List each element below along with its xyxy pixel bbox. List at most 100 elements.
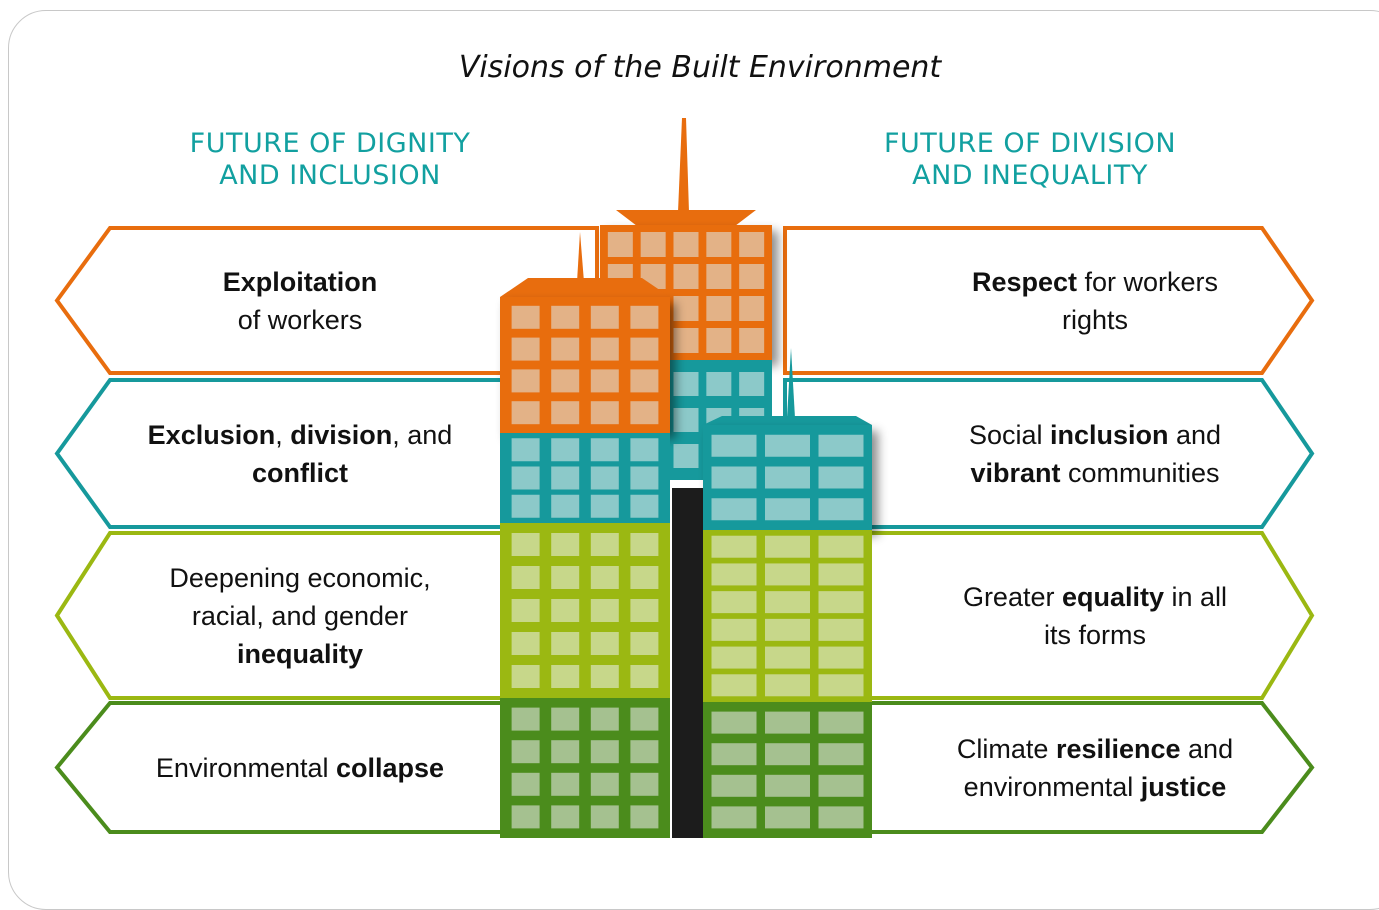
left-tower-section-3-window [511,533,540,556]
right-tower-section-3-window [711,743,757,766]
left-tower-section-4-window [590,772,619,796]
left-tower-section-1-window [511,401,540,425]
back-tower-orange-window [706,232,732,257]
left-tower-section-2-window [590,494,619,518]
left-tower-section-4-window [630,805,659,829]
emphasis-text: justice [1140,771,1227,802]
back-tower-orange-window [706,296,732,321]
back-tower-teal-window [739,372,765,396]
emphasis-text: Exploitation [222,266,378,297]
right-tower-section-2-window [711,563,757,586]
right-tower-section-3-window [765,774,810,797]
plain-text: in all [1164,581,1228,612]
right-column-heading: FUTURE OF DIVISION AND INEQUALITY [820,128,1240,192]
right-tower-section-2-window [818,563,864,586]
right-tower-section-2-window [818,618,864,641]
left-tower-section-4-window [590,707,619,731]
right-tower-section-2-window [711,674,757,697]
left-tower-section-1-window [590,401,619,425]
back-tower-orange-window [673,232,699,257]
plain-text: Greater [962,581,1062,612]
right-tower-section-2-window [818,674,864,697]
left-tower-spire [577,232,584,282]
left-tower-section-3-window [511,665,540,688]
right-tower-section-1-window [765,466,810,489]
left-tower-section-4-window [590,740,619,764]
emphasis-text: vibrant [970,457,1061,488]
plain-text: Environmental [155,752,337,783]
back-tower-orange-window [739,232,765,257]
left-tower-section-4-window [551,707,580,731]
right-tower-section-2-window [765,563,810,586]
back-tower-teal-window [706,372,732,396]
back-tower-teal-window [673,408,699,432]
left-tower-section-1-window [551,369,580,393]
left-tower-section-1-window [590,369,619,393]
right-tower-section-2-window [818,591,864,614]
right-tower-section-1-window [711,466,757,489]
left-tower-section-3-window [630,566,659,589]
left-tower-section-1-window [590,305,619,329]
left-tower-section-4-window [630,707,659,731]
right-tower-section-2-window [765,591,810,614]
left-tower-section-1-window [630,305,659,329]
right-tower-section-3-window [711,711,757,734]
left-tower-section-3-window [590,533,619,556]
right-tower-section-2-window [765,674,810,697]
left-heading-line2: AND INCLUSION [219,160,441,191]
left-tower-section-4-window [630,740,659,764]
back-tower-spire [678,118,689,212]
emphasis-text: inclusion [1049,419,1169,450]
left-tower-section-4-window [511,740,540,764]
left-tower-roof [500,278,670,297]
plain-text: Social [968,419,1050,450]
plain-text: rights [1061,304,1128,335]
plain-text: for workers [1077,266,1219,297]
back-tower-orange-window [607,232,633,257]
back-tower-orange-window [640,232,666,257]
back-tower-shadow [672,488,704,838]
left-tower-section-2-window [630,466,659,490]
left-tower-section-3-window [630,632,659,655]
plain-text: Deepening economic, [169,562,431,593]
left-tower-section-4-window [551,740,580,764]
left-tower-section-1-window [551,337,580,361]
plain-text: communities [1060,457,1220,488]
back-tower-orange-window [673,296,699,321]
emphasis-text: collapse [336,752,445,783]
left-tower-section-4-window [511,805,540,829]
right-tower-section-2-window [711,535,757,558]
back-tower-teal-window [673,372,699,396]
right-tower-section-2-window [711,646,757,669]
diagram-title: Visions of the Built Environment [458,50,942,85]
left-tower-section-3-window [511,566,540,589]
back-tower-orange-window [739,328,765,353]
plain-text: , and [392,419,453,450]
left-tower-section-2-window [511,466,540,490]
right-tower-section-2-window [765,618,810,641]
left-tower-section-1-window [630,401,659,425]
left-tower-section-3-window [551,566,580,589]
left-tower-section-3-window [590,599,619,622]
left-tower-section-2-window [590,466,619,490]
emphasis-text: equality [1061,581,1165,612]
left-tower-section-1-window [551,401,580,425]
emphasis-text: inequality [236,638,363,669]
right-tower-section-2-window [765,535,810,558]
back-tower-orange-window [739,264,765,289]
left-tower-section-2-window [630,438,659,462]
left-tower-section-1-window [511,337,540,361]
left-tower-section-3-window [630,533,659,556]
plain-text: , [275,419,291,450]
plain-text: its forms [1043,619,1146,650]
left-tower-section-3-window [551,665,580,688]
back-tower-teal-window [673,444,699,468]
right-tower-section-2-window [765,646,810,669]
left-tower-section-3-window [590,665,619,688]
